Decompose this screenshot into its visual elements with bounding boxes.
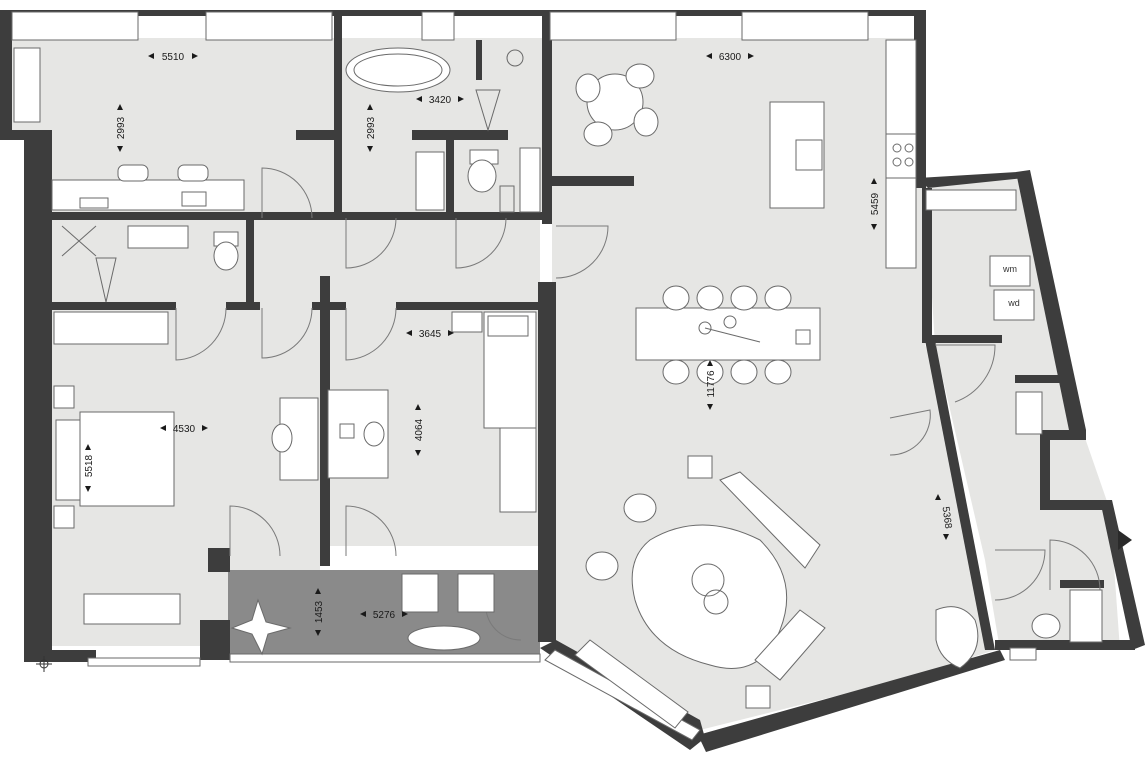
arrow-icon [148,53,198,59]
ensuite-left [61,225,239,303]
kitchen-furniture [575,39,917,269]
dimension-labels: 5510 2993 3420 2993 6300 5459 3645 4064 … [84,52,954,636]
arrow-icon [117,104,123,152]
dim-study-depth: 4064 [414,418,425,441]
dim-bedroom1-depth: 5518 [84,454,95,477]
arrow-icon [367,104,373,152]
dim-terrace-width: 5276 [373,610,396,621]
dim-living-length: 11776 [706,370,717,398]
study-furniture [327,311,537,513]
arrow-icon [415,404,421,456]
dim-bedroom1-width: 4530 [173,424,196,435]
dim-kitchen-width: 6300 [719,52,742,63]
dim-bedroom2-width: 5510 [162,52,185,63]
arrow-icon [935,494,949,540]
east-wing-furniture [935,255,1103,669]
dim-east-wing-length: 5368 [939,506,953,530]
living-furniture [574,455,826,729]
dim-terrace-depth: 1453 [314,600,325,623]
dining-furniture [635,285,821,385]
dim-bedroom2-depth: 2993 [116,116,127,139]
bedroom1-furniture [53,311,319,625]
terrace-furniture [230,573,495,656]
dim-study-width: 3645 [419,329,442,340]
arrow-icon [160,425,208,431]
compass-marker-icon [36,656,52,672]
doors [175,167,1101,641]
washing-machine-label: wm [1002,264,1017,274]
entrance-marker [1118,530,1132,550]
dryer-label: wd [1007,298,1020,308]
dim-bathroom-depth: 2993 [366,116,377,139]
arrow-icon [315,588,321,636]
dim-kitchen-depth: 5459 [870,192,881,215]
bathroom-furniture [345,47,541,213]
arrow-icon [406,330,454,336]
arrow-icon [707,360,713,410]
arrow-icon [871,178,877,230]
dim-bathroom-width: 3420 [429,95,452,106]
bedroom2-furniture [13,47,245,211]
